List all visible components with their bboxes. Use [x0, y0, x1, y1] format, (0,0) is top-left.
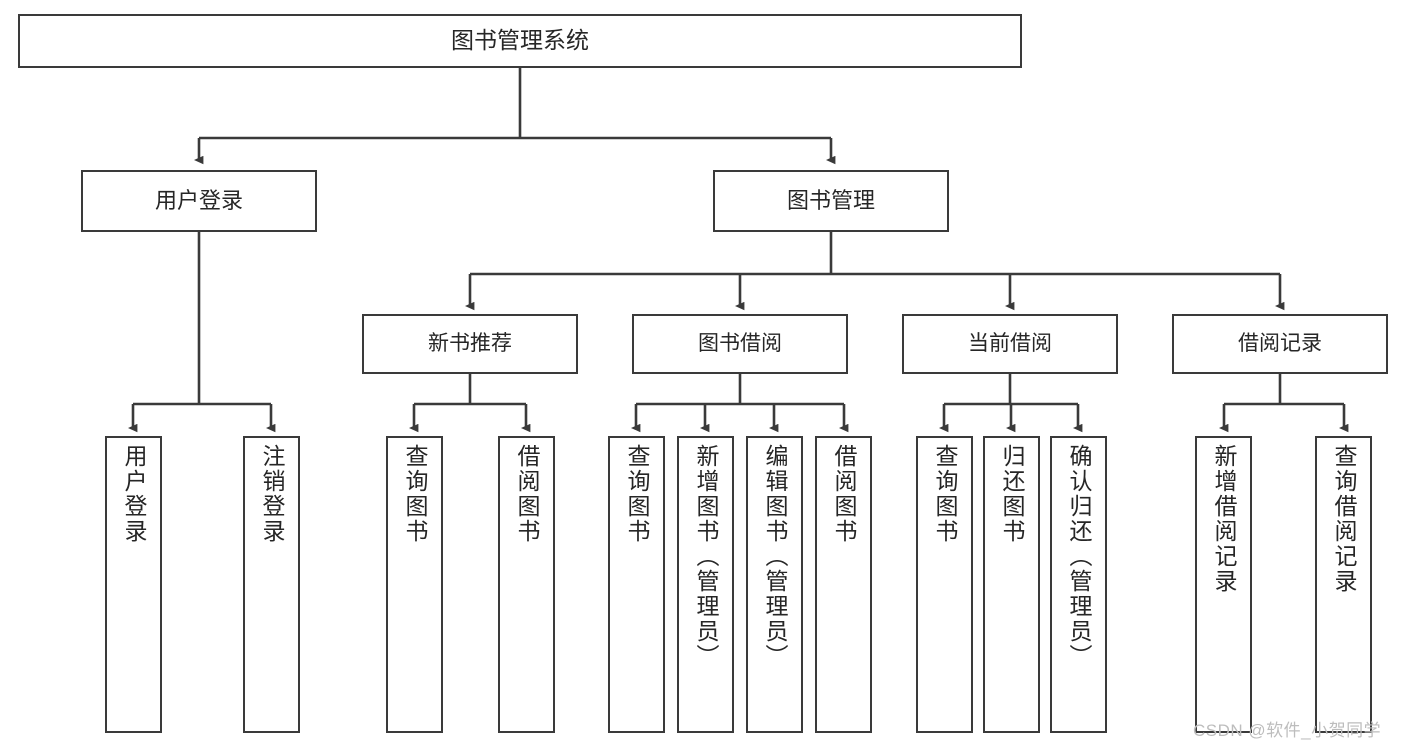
leaf-query-book-recommend[interactable]: 查询图书: [386, 436, 443, 733]
leaf-user-login[interactable]: 用户登录: [105, 436, 162, 733]
node-borrow-record[interactable]: 借阅记录: [1172, 314, 1388, 374]
node-label: 查询图书: [624, 444, 650, 544]
leaf-query-borrow-record[interactable]: 查询借阅记录: [1315, 436, 1372, 733]
node-label: 确认归还（管理员）: [1066, 444, 1092, 669]
node-book-management[interactable]: 图书管理: [713, 170, 949, 232]
node-user-login[interactable]: 用户登录: [81, 170, 317, 232]
leaf-user-logout[interactable]: 注销登录: [243, 436, 300, 733]
node-label: 归还图书: [999, 444, 1025, 544]
node-label: 编辑图书（管理员）: [762, 444, 788, 669]
node-label: 查询借阅记录: [1331, 444, 1357, 594]
node-label: 注销登录: [259, 444, 285, 544]
node-label: 新增借阅记录: [1211, 444, 1237, 594]
leaf-add-book-admin[interactable]: 新增图书（管理员）: [677, 436, 734, 733]
node-label: 查询图书: [932, 444, 958, 544]
node-label: 图书管理系统: [451, 27, 589, 54]
node-label: 查询图书: [402, 444, 428, 544]
leaf-confirm-return-admin[interactable]: 确认归还（管理员）: [1050, 436, 1107, 733]
node-label: 新增图书（管理员）: [693, 444, 719, 669]
node-label: 图书管理: [786, 188, 875, 214]
node-root-system[interactable]: 图书管理系统: [18, 14, 1022, 68]
node-current-borrow[interactable]: 当前借阅: [902, 314, 1118, 374]
node-book-borrow[interactable]: 图书借阅: [632, 314, 848, 374]
node-label: 借阅图书: [831, 444, 857, 544]
leaf-add-borrow-record[interactable]: 新增借阅记录: [1195, 436, 1252, 733]
leaf-borrow-book[interactable]: 借阅图书: [815, 436, 872, 733]
leaf-return-book[interactable]: 归还图书: [983, 436, 1040, 733]
node-label: 用户登录: [121, 444, 147, 544]
node-label: 借阅图书: [514, 444, 540, 544]
leaf-borrow-book-recommend[interactable]: 借阅图书: [498, 436, 555, 733]
node-label: 当前借阅: [968, 331, 1052, 355]
leaf-edit-book-admin[interactable]: 编辑图书（管理员）: [746, 436, 803, 733]
node-label: 图书借阅: [698, 331, 782, 355]
leaf-query-book-current[interactable]: 查询图书: [916, 436, 973, 733]
leaf-query-book-borrow[interactable]: 查询图书: [608, 436, 665, 733]
node-label: 借阅记录: [1238, 331, 1322, 355]
node-label: 新书推荐: [428, 331, 512, 355]
node-new-book-recommend[interactable]: 新书推荐: [362, 314, 578, 374]
node-label: 用户登录: [154, 188, 243, 214]
